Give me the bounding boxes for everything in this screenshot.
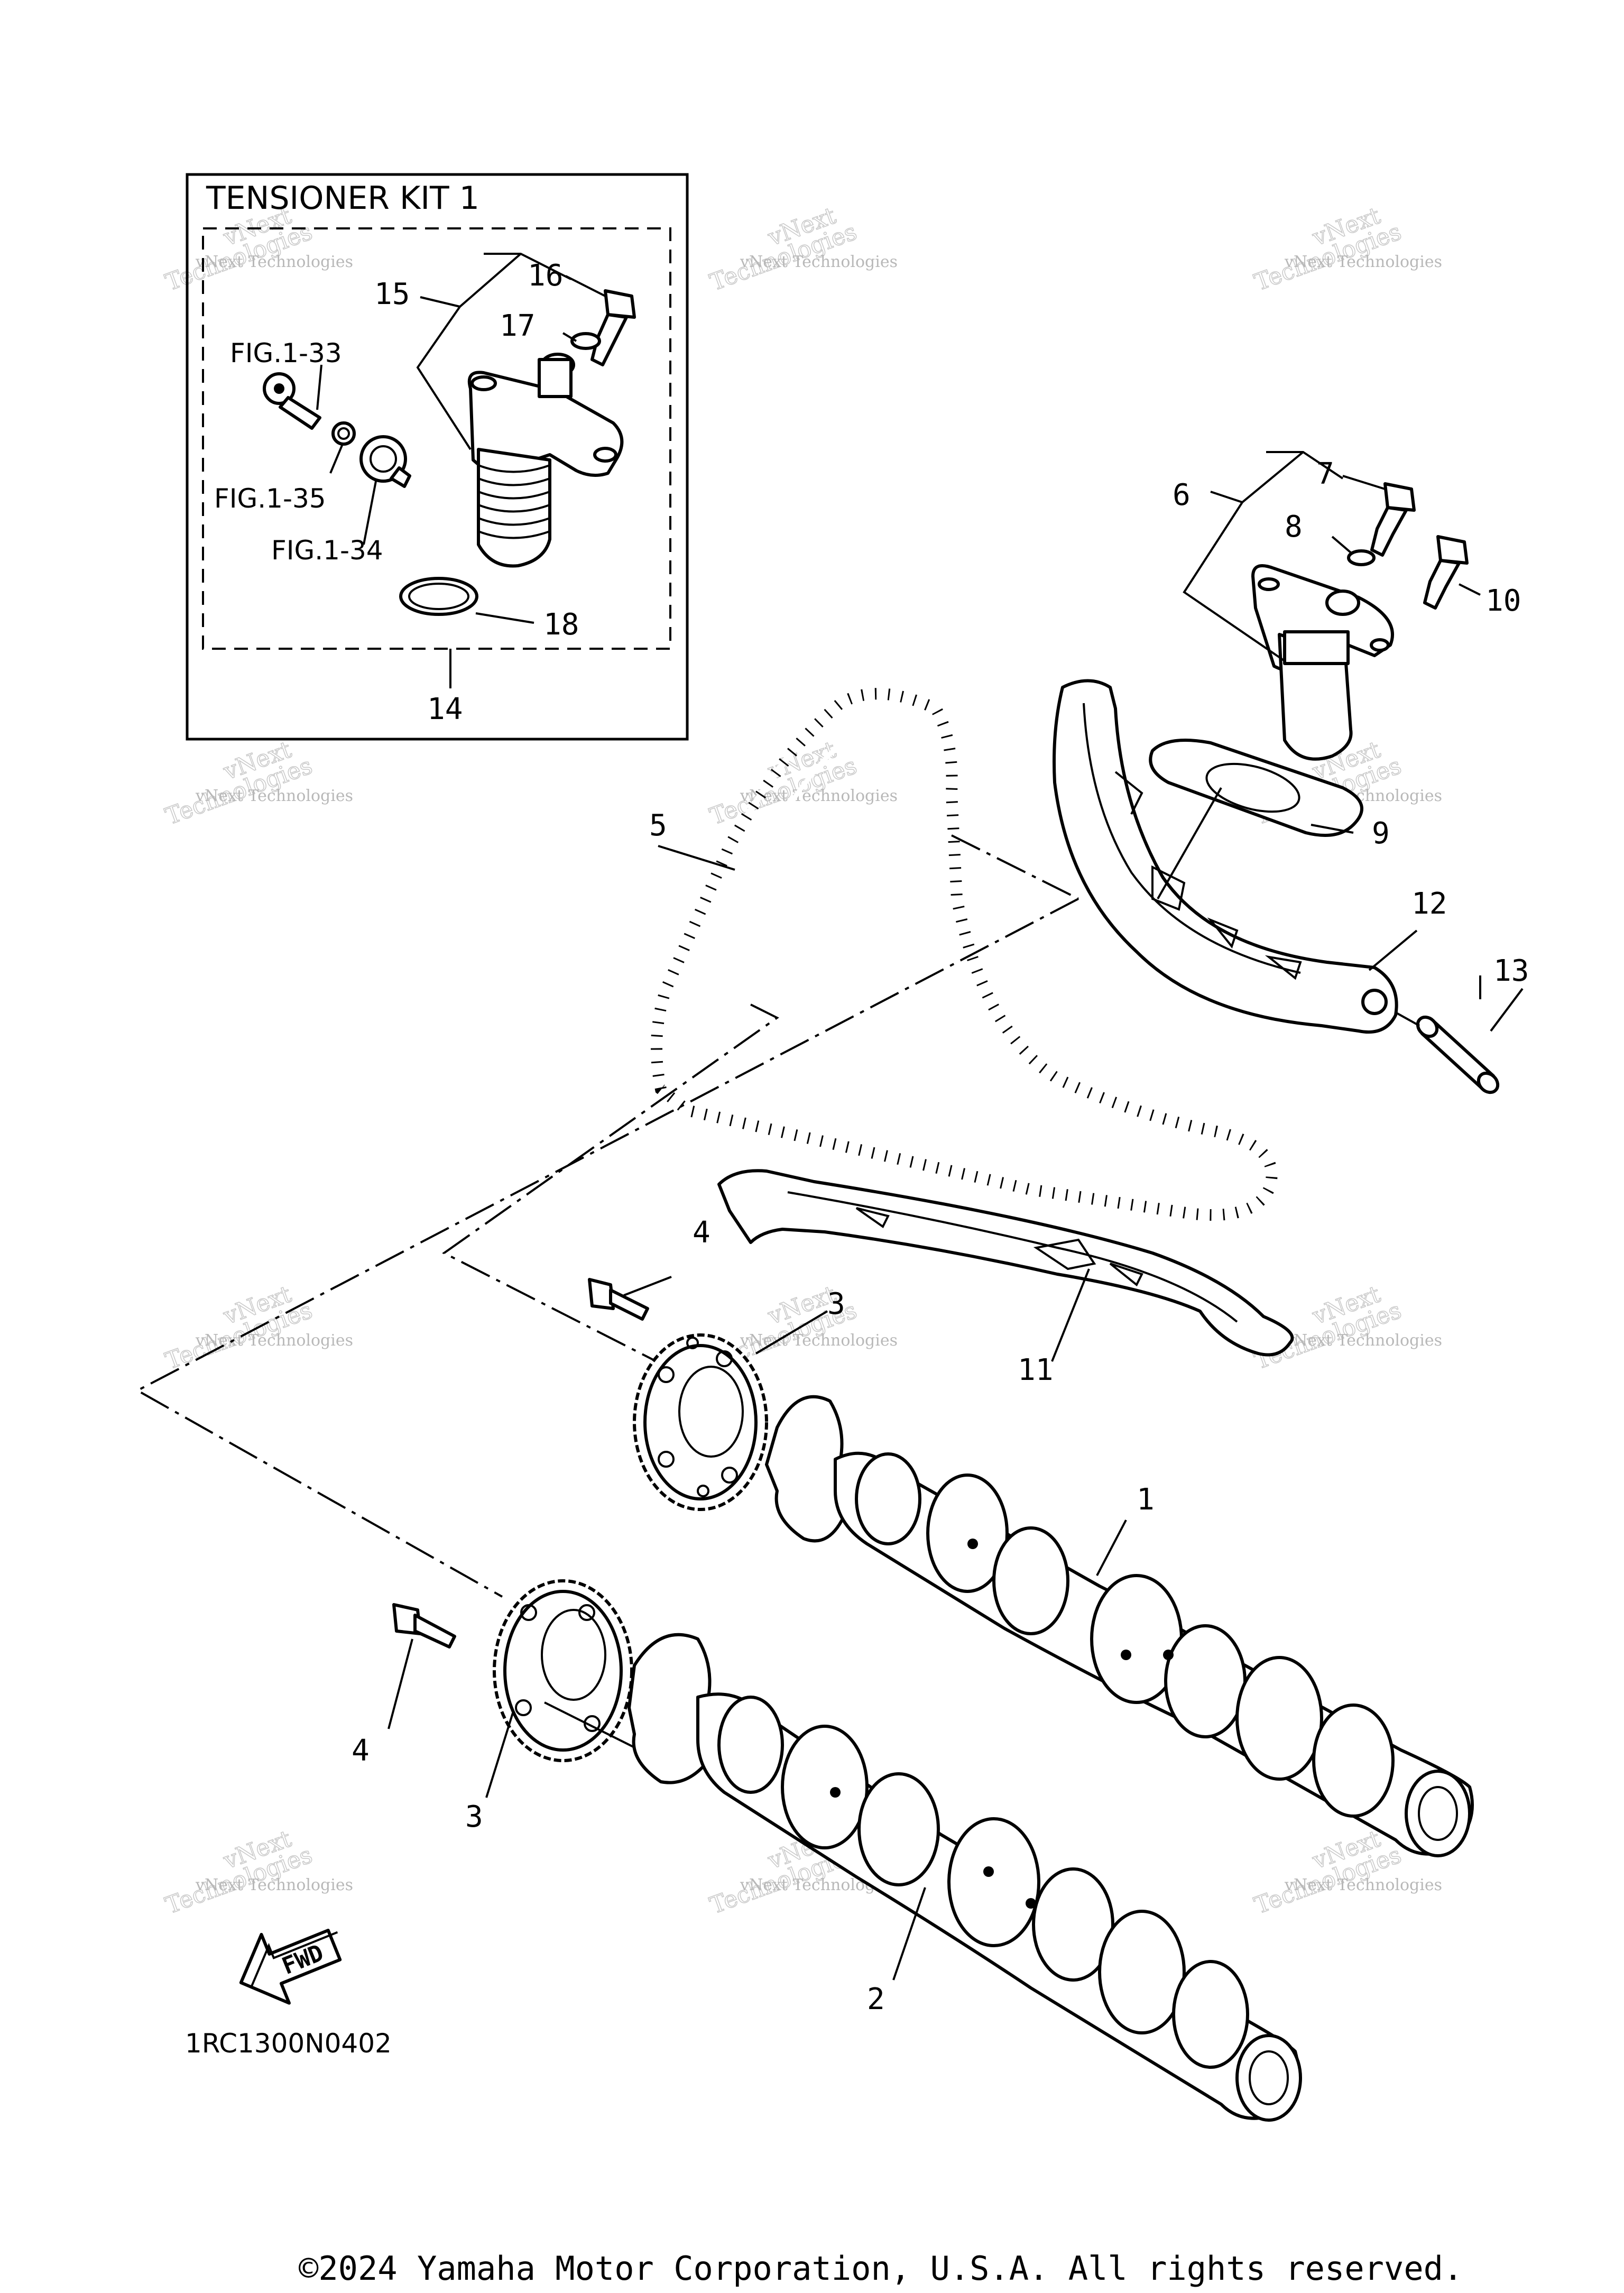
watermark-text: vNext Technologies [740,1331,898,1350]
callout-2: 2 [867,1982,885,2016]
diagram-code: 1RC1300N0402 [185,2028,392,2059]
callout-14: 14 [427,692,463,726]
watermark-text: vNext Technologies [1284,1876,1442,1894]
guide-pin-13[interactable] [1414,1014,1502,1097]
callout-6: 6 [1173,478,1191,512]
fig-1-33-bolt[interactable] [263,372,321,430]
watermark-text: vNext Technologies [195,1876,353,1894]
watermark-text: vNext Technologies [1284,1331,1442,1350]
kit-bolt-16[interactable] [590,289,636,366]
copyright-notice: ©2024 Yamaha Motor Corporation, U.S.A. A… [299,2249,1463,2288]
washer-8[interactable] [1347,549,1376,566]
bolt-7[interactable] [1370,482,1416,557]
camshaft-1[interactable] [765,1395,1474,1857]
cam-sprocket-3-lower[interactable] [493,1579,633,1762]
watermark-text: vNext Technologies [740,253,898,271]
callout-10: 10 [1485,584,1521,618]
tensioner-kit-box: TENSIONER KIT 1 14 [186,173,689,741]
callout-3-upper: 3 [827,1287,845,1321]
callout-17: 17 [500,309,535,343]
cam-sprocket-3-upper[interactable] [633,1333,768,1511]
callout-fig-1-33: FIG.1-33 [230,338,342,369]
watermark-text: vNext Technologies [1284,253,1442,271]
callout-13: 13 [1493,954,1529,988]
kit-cam-chain-tensioner[interactable] [467,353,624,568]
callout-11: 11 [1018,1353,1053,1387]
chain-guide-11[interactable] [717,1169,1294,1357]
bolt-4-upper[interactable] [588,1278,649,1321]
fwd-arrow-icon: FWD [239,1928,342,2005]
chain-guide-12[interactable] [1053,679,1398,1034]
callout-15: 15 [374,277,410,311]
callout-4-upper: 4 [693,1215,710,1250]
gasket-9[interactable] [1149,739,1363,837]
bolt-4-lower[interactable] [392,1603,456,1649]
callout-18: 18 [543,607,579,642]
fig-1-34-cap[interactable] [359,435,411,488]
fig-1-35-washer[interactable] [331,421,356,446]
callout-16: 16 [528,259,563,293]
kit-title: TENSIONER KIT 1 [206,180,479,217]
callout-5: 5 [649,808,667,843]
callout-8: 8 [1285,510,1303,544]
cam-chain-5[interactable] [651,688,1278,1221]
watermark-text: vNext Technologies [195,253,353,271]
kit-washer-17[interactable] [570,332,601,350]
kit-gasket-18[interactable] [399,577,478,616]
callout-3-lower: 3 [465,1800,483,1834]
callout-9: 9 [1372,816,1390,851]
callout-4-lower: 4 [352,1734,370,1768]
camshaft-2[interactable] [628,1633,1302,2122]
callout-12: 12 [1411,887,1447,921]
bolt-10[interactable] [1423,535,1469,610]
callout-fig-1-35: FIG.1-35 [214,483,326,514]
watermark-text: vNext Technologies [195,787,353,805]
callout-1: 1 [1137,1482,1155,1517]
callout-7: 7 [1316,457,1334,491]
callout-fig-1-34: FIG.1-34 [271,535,383,566]
cam-chain-tensioner-6[interactable] [1251,564,1394,761]
